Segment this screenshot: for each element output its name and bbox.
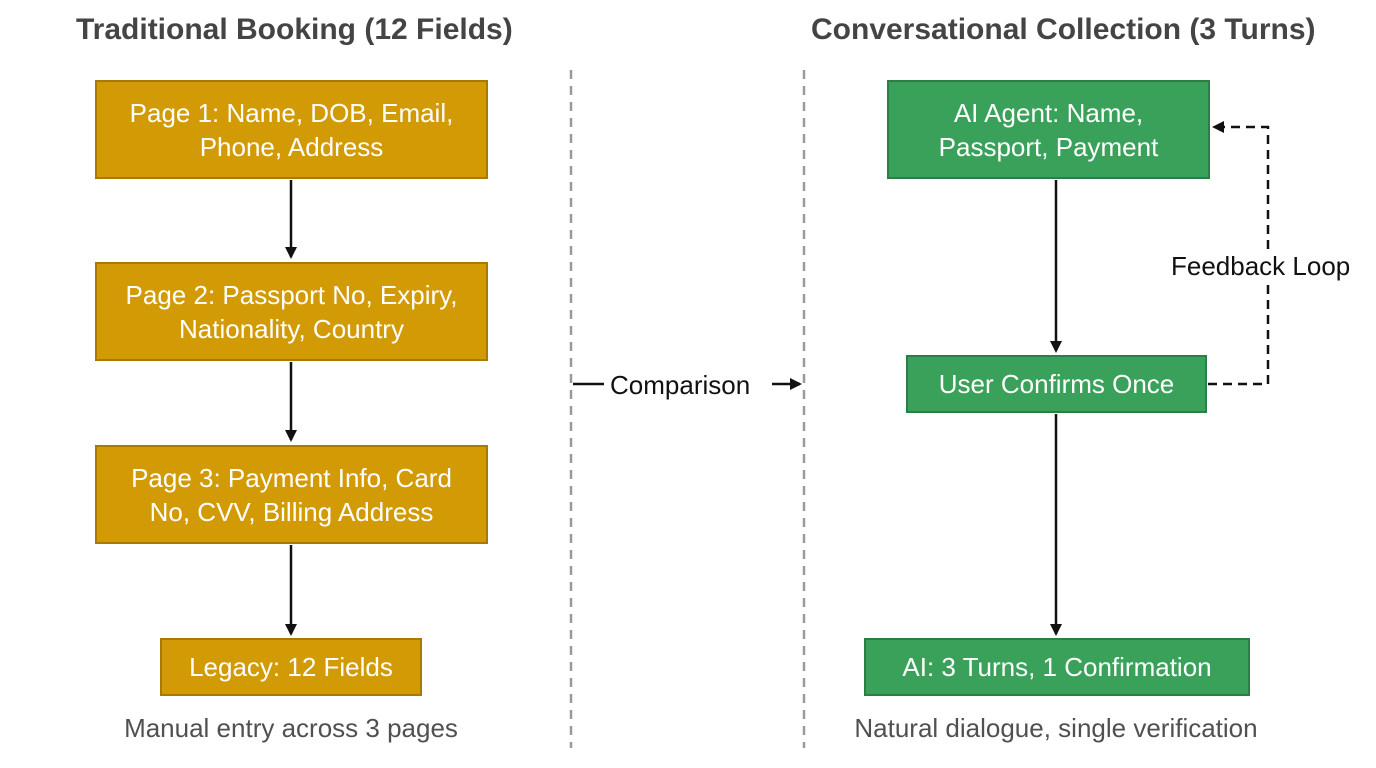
conversational-caption: Natural dialogue, single verification: [854, 713, 1258, 743]
legacy-box: Legacy: 12 Fields: [160, 638, 422, 696]
page2-line1: Page 2: Passport No, Expiry,: [125, 279, 458, 310]
traditional-title: Traditional Booking (12 Fields): [76, 13, 513, 46]
feedback-loop-label: Feedback Loop: [1171, 249, 1351, 283]
conversational-title: Conversational Collection (3 Turns): [811, 13, 1316, 46]
ai-agent-line1: AI Agent: Name,: [953, 97, 1144, 128]
page1-box: Page 1: Name, DOB, Email,Phone, Address: [95, 80, 488, 179]
page1-line2: Phone, Address: [199, 131, 384, 162]
traditional-caption: Manual entry across 3 pages: [124, 713, 458, 743]
ai-result-label: AI: 3 Turns, 1 Confirmation: [902, 652, 1212, 682]
page3-line1: Page 3: Payment Info, Card: [131, 462, 452, 493]
page2-line2: Nationality, Country: [179, 313, 404, 344]
ai-result-box: AI: 3 Turns, 1 Confirmation: [864, 638, 1250, 696]
page3-line2: No, CVV, Billing Address: [149, 496, 434, 527]
comparison-label: Comparison: [610, 368, 751, 402]
page1-line1: Page 1: Name, DOB, Email,: [129, 97, 454, 128]
ai-agent-box: AI Agent: Name,Passport, Payment: [887, 80, 1210, 179]
user-confirms-label: User Confirms Once: [938, 369, 1175, 399]
user-confirms-box: User Confirms Once: [906, 355, 1207, 413]
ai-agent-line2: Passport, Payment: [938, 131, 1159, 162]
legacy-label: Legacy: 12 Fields: [189, 652, 393, 682]
page2-box: Page 2: Passport No, Expiry,Nationality,…: [95, 262, 488, 361]
